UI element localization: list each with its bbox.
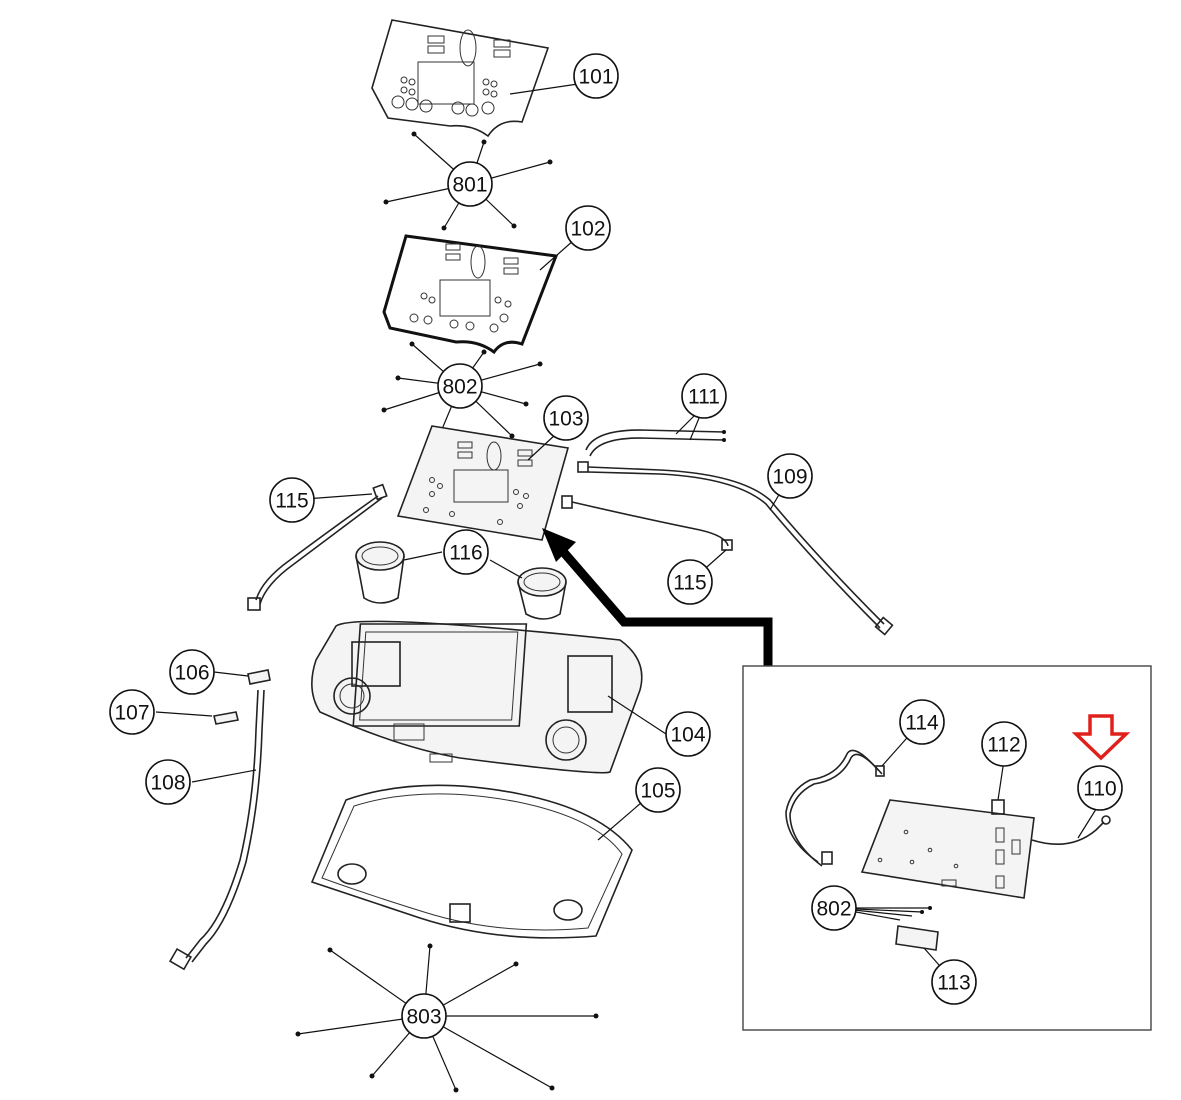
- callout-110: 110: [1077, 765, 1123, 811]
- callout-109: 109: [767, 453, 813, 499]
- callout-104: 104: [665, 711, 711, 757]
- callout-103: 103: [527, 395, 589, 461]
- callout-115-left: 115: [269, 477, 315, 523]
- callout-116-label: 116: [449, 542, 482, 565]
- callout-802-inset: 802: [811, 885, 857, 931]
- down-arrow-icon: [1071, 714, 1131, 761]
- callout-106-label: 106: [174, 662, 209, 685]
- callout-116: 116: [443, 529, 489, 575]
- pointer-arrow: [542, 528, 773, 666]
- screws-801: [383, 131, 553, 231]
- callout-111-label: 111: [688, 386, 720, 409]
- callout-114-label: 114: [905, 712, 939, 735]
- part-105-lower-frame: [310, 784, 657, 939]
- callout-803: 803: [401, 993, 447, 1039]
- callout-101: 101: [509, 53, 619, 99]
- callout-112: 112: [981, 721, 1027, 767]
- part-102-console-bezel: [382, 234, 559, 355]
- callout-802-upper: 802: [437, 363, 483, 409]
- callout-113: 113: [931, 959, 977, 1005]
- callout-112-label: 112: [987, 734, 1020, 757]
- callout-107-label: 107: [114, 702, 149, 725]
- callout-801: 801: [447, 161, 493, 207]
- part-101-console-overlay: [371, 19, 550, 138]
- callout-113-label: 113: [937, 972, 970, 995]
- callout-108: 108: [145, 759, 191, 805]
- callout-115-left-label: 115: [275, 490, 308, 513]
- callout-102: 102: [539, 205, 611, 271]
- callout-107: 107: [109, 689, 155, 735]
- callout-115-right: 115: [667, 559, 713, 605]
- callout-105-label: 105: [640, 780, 675, 803]
- callout-802-upper-label: 802: [442, 376, 477, 399]
- callout-102-label: 102: [570, 218, 605, 241]
- callout-803-label: 803: [406, 1006, 441, 1029]
- callout-101-label: 101: [578, 66, 613, 89]
- part-104-console-housing: [311, 620, 667, 774]
- callout-109-label: 109: [772, 466, 807, 489]
- callout-108-label: 108: [150, 772, 185, 795]
- part-103-circuit-board: [396, 425, 570, 541]
- callout-111: 111: [681, 373, 727, 419]
- part-106-107-108: [155, 669, 271, 971]
- callout-106: 106: [169, 649, 215, 695]
- part-116-cup-holders: [355, 541, 567, 620]
- part-109-cable: [577, 461, 894, 636]
- screws-803: [295, 943, 599, 1093]
- callout-103-label: 103: [548, 408, 583, 431]
- callout-114: 114: [899, 699, 945, 745]
- callout-105: 105: [635, 767, 681, 813]
- callout-801-label: 801: [452, 174, 487, 197]
- callout-104-label: 104: [670, 724, 705, 747]
- callout-802-inset-label: 802: [816, 898, 851, 921]
- callout-110-label: 110: [1083, 778, 1116, 801]
- callout-115-right-label: 115: [673, 572, 706, 595]
